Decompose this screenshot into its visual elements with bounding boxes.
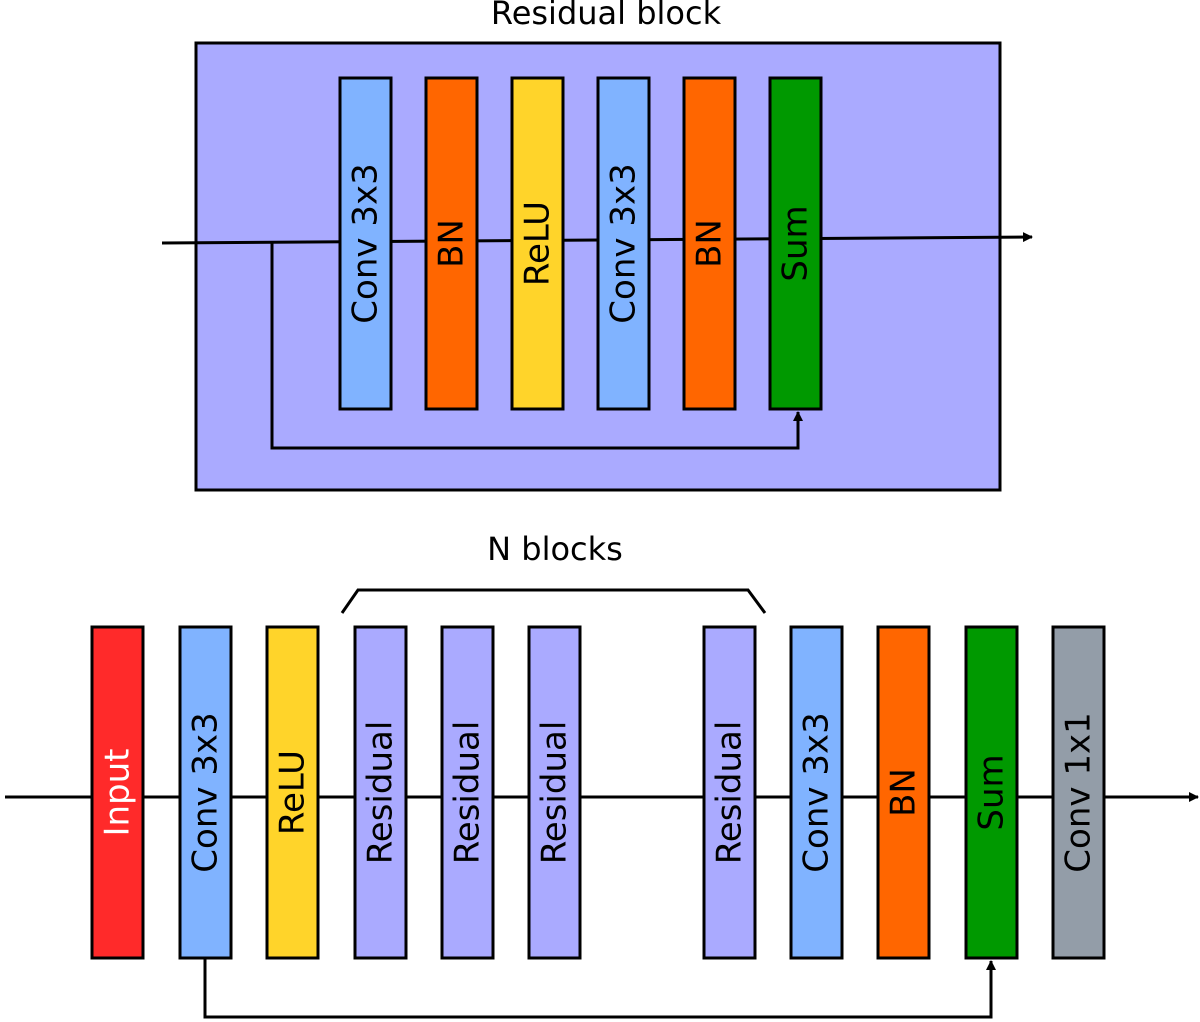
network-layer-label: Residual xyxy=(448,721,488,865)
network-layers: Input Conv 3x3 ReLU Residual Residual Residua… xyxy=(90,625,1106,960)
residual-block-layer-label: Sum xyxy=(776,205,816,281)
residual-block-layer-box xyxy=(768,76,823,411)
network-layer-label: Input xyxy=(98,748,138,836)
network-layer-label: Residual xyxy=(361,721,401,865)
network-layer-label: Residual xyxy=(710,721,750,865)
network-layer-residual: Residual xyxy=(702,625,757,960)
network-layer-residual: Residual xyxy=(353,625,408,960)
network-layer-box xyxy=(440,625,495,960)
residual-block-layer-box xyxy=(424,76,479,411)
network-layer-label: Sum xyxy=(972,754,1012,830)
network-layer-box xyxy=(265,625,320,960)
network-layer-relu: ReLU xyxy=(265,625,320,960)
residual-block-layer-relu: ReLU xyxy=(510,76,565,411)
residual-block-layer-bn: BN xyxy=(424,76,479,411)
residual-block-layer-label: Conv 3x3 xyxy=(346,163,386,323)
network-layer-input: Input xyxy=(90,625,145,960)
network-layer-bn: BN xyxy=(876,625,931,960)
network-layer-label: Conv 3x3 xyxy=(797,712,837,872)
residual-block-layer-label: ReLU xyxy=(518,201,558,286)
residual-block-layers: Conv 3x3 BN ReLU Conv 3x3 BN Sum xyxy=(338,76,823,411)
network-layer-box xyxy=(876,625,931,960)
residual-skip-connection-arrow xyxy=(270,242,803,450)
network-layer-conv-1x1: Conv 1x1 xyxy=(1051,625,1106,960)
network-layer-box xyxy=(964,625,1019,960)
residual-block-layer-label: Conv 3x3 xyxy=(604,163,644,323)
residual-block-title: Residual block xyxy=(491,0,722,32)
network-layer-box xyxy=(178,625,233,960)
residual-block-layer-box xyxy=(510,76,565,411)
n-blocks-bracket xyxy=(340,588,767,614)
network-layer-conv-3x3: Conv 3x3 xyxy=(789,625,844,960)
network-skip-connection-arrow xyxy=(203,958,996,1019)
network-layer-box xyxy=(527,625,582,960)
network-layer-conv-3x3: Conv 3x3 xyxy=(178,625,233,960)
network-layer-box xyxy=(789,625,844,960)
network-layer-box xyxy=(702,625,757,960)
residual-block-layer-sum: Sum xyxy=(768,76,823,411)
network-layer-sum: Sum xyxy=(964,625,1019,960)
network-panel: N blocks Input Conv 3x3 ReLU Residual Residu… xyxy=(5,530,1199,1019)
network-layer-box xyxy=(1051,625,1106,960)
network-layer-label: Conv 3x3 xyxy=(186,712,226,872)
network-layer-label: ReLU xyxy=(273,750,313,835)
network-layer-residual: Residual xyxy=(440,625,495,960)
network-layer-label: Conv 1x1 xyxy=(1059,712,1099,872)
residual-block-layer-box xyxy=(682,76,737,411)
network-layer-residual: Residual xyxy=(527,625,582,960)
network-layer-label: BN xyxy=(884,768,924,817)
residual-block-layer-bn: BN xyxy=(682,76,737,411)
residual-block-layer-conv-3x3: Conv 3x3 xyxy=(338,76,393,411)
residual-block-layer-box xyxy=(338,76,393,411)
n-blocks-title: N blocks xyxy=(487,530,623,568)
network-layer-label: Residual xyxy=(535,721,575,865)
residual-block-layer-conv-3x3: Conv 3x3 xyxy=(596,76,651,411)
residual-block-panel: Residual block Conv 3x3 BN ReLU Conv 3x3 BN S… xyxy=(161,0,1033,492)
residual-block-layer-label: BN xyxy=(690,219,730,268)
residual-block-layer-label: BN xyxy=(432,219,472,268)
network-layer-box xyxy=(90,625,145,960)
network-layer-box xyxy=(353,625,408,960)
residual-block-layer-box xyxy=(596,76,651,411)
